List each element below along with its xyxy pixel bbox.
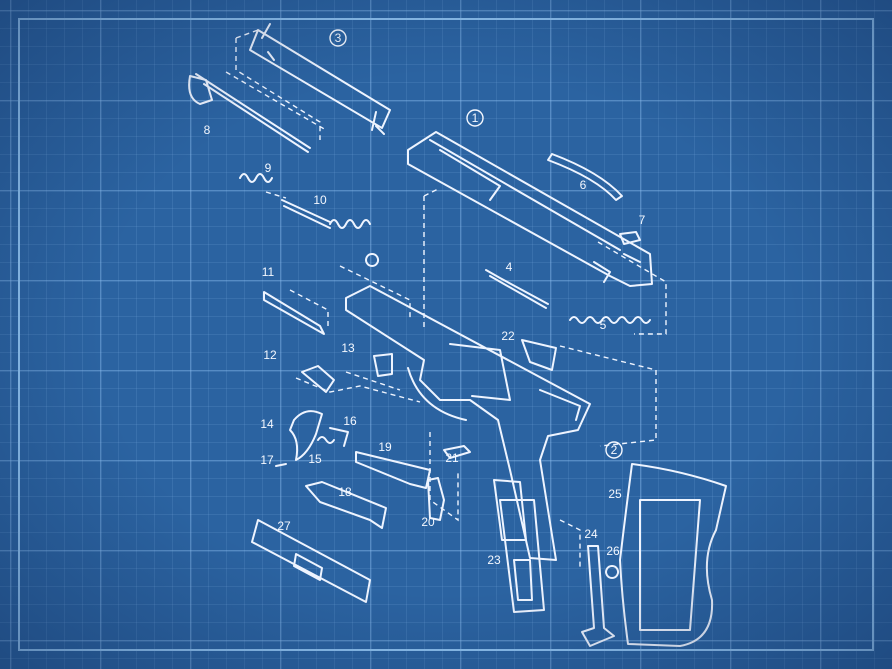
part-16-pin [329,427,349,447]
part-23-magazine [499,499,545,613]
part-25-grip [619,463,727,647]
label-26: 26 [606,544,620,558]
part-2-frame [345,285,591,561]
part-6-extractor [547,153,623,201]
label-9: 9 [265,161,272,175]
label-23: 23 [487,553,501,567]
label-15: 15 [308,452,322,466]
part-14-trigger [289,410,323,461]
label-4: 4 [506,260,513,274]
label-16: 16 [343,414,357,428]
label-22: 22 [501,329,515,343]
label-21: 21 [445,451,459,465]
part-labels: 1 2 3 4 5 6 7 8 9 10 11 12 13 14 15 16 1… [204,29,646,567]
part-20-hammer [427,477,445,521]
part-3-barrel [235,23,391,140]
part-1-slide [407,131,653,287]
label-2: 2 [611,443,618,457]
label-13: 13 [341,341,355,355]
label-27: 27 [277,519,291,533]
part-26-screw [605,565,620,579]
label-11: 11 [262,265,275,279]
part-22-lever [521,339,557,371]
label-12: 12 [263,348,277,362]
part-17-pin [275,463,287,467]
label-19: 19 [378,440,392,454]
part-13-block [373,353,393,377]
part-5-recoil-spring [569,316,651,324]
part-24-spring-guide [581,545,615,647]
part-21-pin [443,445,471,459]
part-18-slide-stop [305,481,387,529]
label-17: 17 [260,453,274,467]
part-19-trigger-bar [355,451,431,489]
part-11-rod [263,291,325,335]
part-27-plate [251,519,371,603]
label-20: 20 [421,515,435,529]
label-5: 5 [600,318,607,332]
label-6: 6 [580,178,587,192]
part-9-spring [239,173,273,183]
part-8-guide-rod [188,71,327,153]
label-10: 10 [313,193,327,207]
label-24: 24 [584,527,598,541]
label-25: 25 [608,487,622,501]
part-12-catch [301,365,335,393]
part-10-spring-plunger [265,191,380,267]
blueprint-frame [18,18,874,651]
label-8: 8 [204,123,211,137]
label-14: 14 [260,417,274,431]
label-1: 1 [472,111,479,125]
assembly-lines [289,187,667,570]
label-7: 7 [639,213,646,227]
part-15-spring [317,436,335,444]
label-3: 3 [335,31,342,45]
part-7-pin [619,231,641,245]
part-4-firing-pin [485,269,549,309]
label-18: 18 [338,485,352,499]
